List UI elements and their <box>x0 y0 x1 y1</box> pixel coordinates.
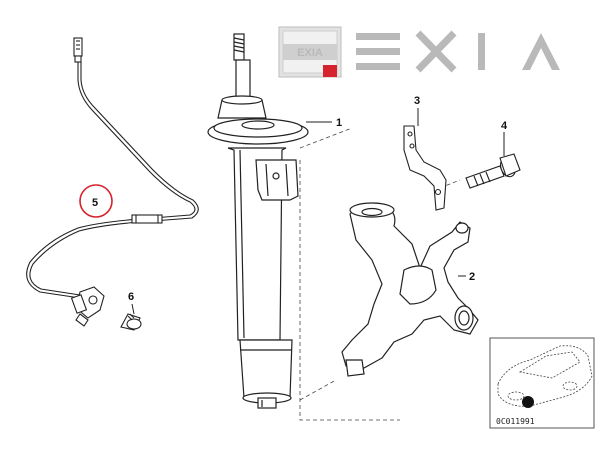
sensor-screw <box>120 313 142 331</box>
exia-wordmark <box>356 30 560 73</box>
hex-bolt <box>465 153 521 189</box>
exia-logo: EXIA <box>278 26 560 78</box>
abs-sensor-cable <box>26 37 199 299</box>
location-marker-dot <box>522 396 534 408</box>
brake-line-bracket <box>403 125 447 211</box>
shock-absorber-strut <box>207 33 309 409</box>
wordmark-letter-i <box>478 33 485 70</box>
wordmark-letter-e <box>356 33 400 70</box>
callout-label-bolt: 4 <box>501 120 508 132</box>
car-outline <box>497 345 593 407</box>
exia-badge-text: EXIA <box>297 47 323 59</box>
wordmark-letter-a <box>522 33 560 70</box>
callout-label-bracket: 3 <box>414 95 420 107</box>
thumbnail-ref-code: 0C011991 <box>496 417 535 426</box>
callout-label-screw: 6 <box>128 291 134 303</box>
vehicle-location-thumbnail: 0C011991 <box>489 337 595 429</box>
red-highlight-circle <box>79 184 113 218</box>
callout-label-knuckle: 2 <box>469 271 475 283</box>
highlighted-callout: 5 <box>79 184 113 218</box>
exia-badge: EXIA <box>278 26 342 78</box>
abs-sensor-head <box>70 286 105 327</box>
wordmark-letter-x <box>415 30 457 73</box>
callout-label-strut: 1 <box>336 117 342 129</box>
steering-knuckle <box>341 202 479 377</box>
callout-label-sensor: 5 <box>92 197 98 209</box>
red-accent-square <box>323 65 337 77</box>
callout-leader-lines <box>131 108 505 315</box>
